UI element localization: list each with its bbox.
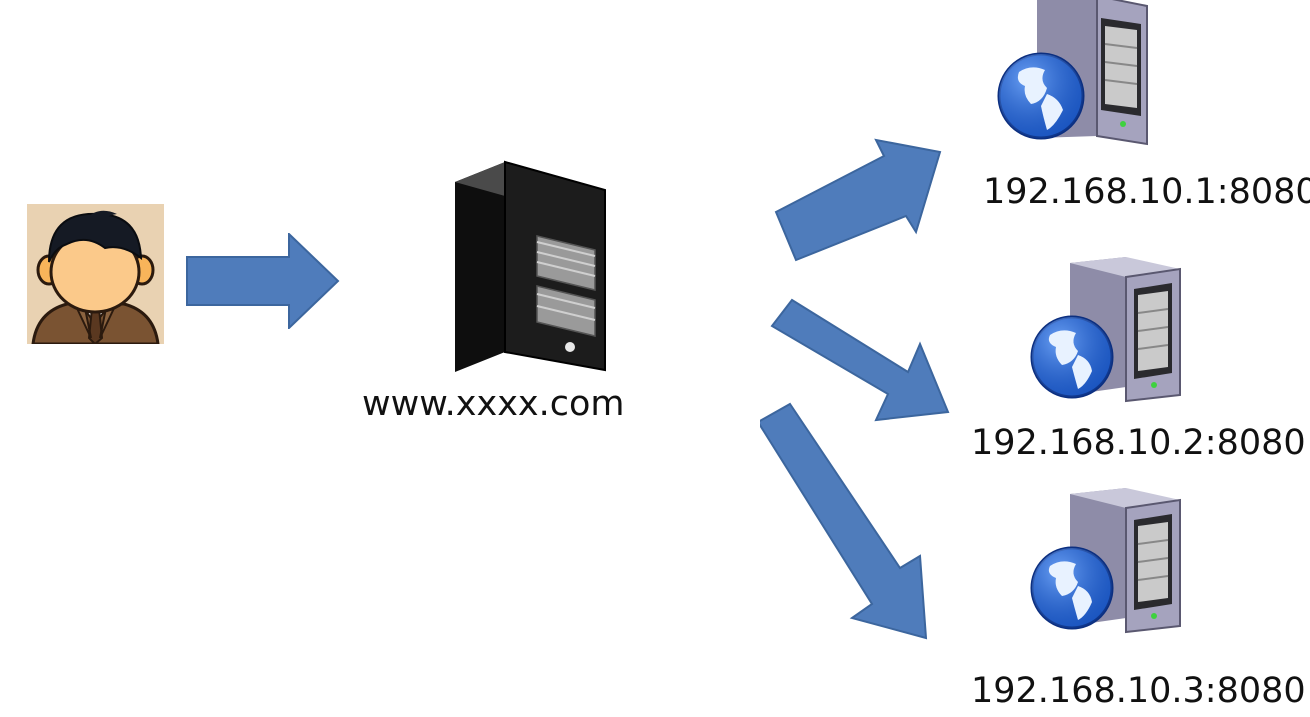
backend-server-2-icon: [1030, 257, 1181, 403]
arrow-to-backend-1: [774, 138, 942, 262]
backend-2-address-label: 192.168.10.2:8080: [971, 423, 1306, 463]
backend-3-address-label: 192.168.10.3:8080: [971, 671, 1306, 711]
proxy-server-icon: [455, 160, 606, 372]
backend-server-3-icon: [1030, 488, 1181, 634]
arrow-to-backend-2: [770, 298, 950, 422]
backend-server-1-icon: [997, 0, 1148, 146]
arrow-to-backend-3: [760, 402, 928, 640]
backend-1-address-label: 192.168.10.1:8080: [983, 172, 1310, 212]
proxy-domain-label: www.xxxx.com: [362, 384, 625, 424]
distribution-arrows: [760, 138, 950, 640]
user-avatar-icon: [27, 204, 164, 344]
arrow-user-to-proxy: [186, 233, 340, 329]
